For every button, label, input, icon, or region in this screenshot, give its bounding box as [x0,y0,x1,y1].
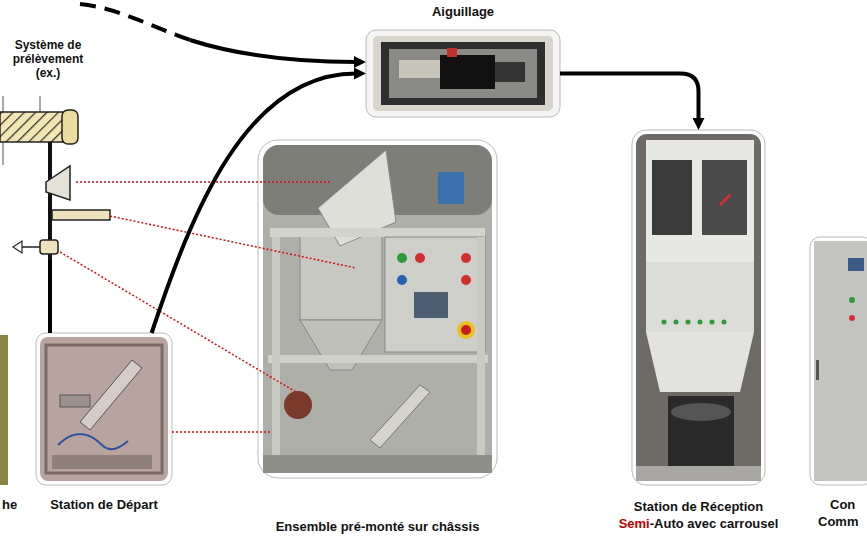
photo-box: Aiguillage [366,30,560,117]
connector-line [560,74,699,121]
node-caption: Aiguillage [432,4,494,20]
caption-text: -Auto avec carrousel [650,516,779,531]
connector-line [48,260,52,333]
schematic-node: Système de prélèvement (ex.) [2,38,94,260]
photo-box: Station de RéceptionSemi-Auto avec carro… [632,130,765,485]
node-title: Système de prélèvement (ex.) [2,38,94,80]
node-caption: Station de Départ [50,497,158,513]
caption-line: Semi-Auto avec carrousel [619,516,779,532]
connector-line [152,74,356,334]
node-caption: Station de Réception [634,499,763,515]
caption-highlight: Semi [619,516,650,531]
photo-box: ConComm [810,237,865,485]
cropped-caption: he [2,497,17,513]
node-caption: Ensemble pré-monté sur châssis [276,519,480,535]
photo-box: Station de Départ [36,333,172,485]
node-caption: Con [830,497,855,513]
node-caption: Comm [818,514,858,530]
photo-box: Ensemble pré-monté sur châssis [258,140,497,478]
